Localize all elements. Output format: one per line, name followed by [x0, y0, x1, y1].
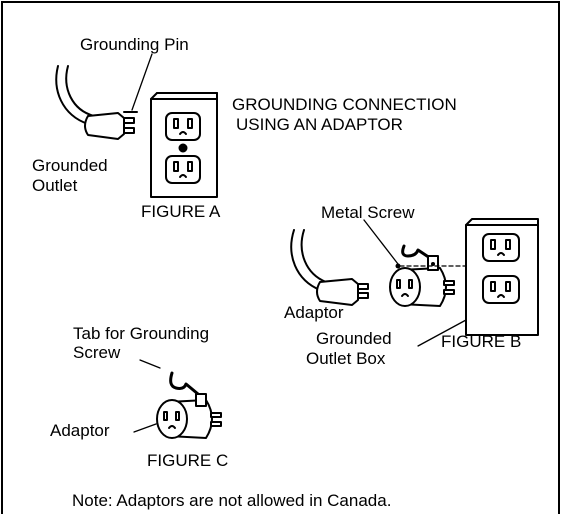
figure-b-slot [490, 281, 496, 292]
figure-c-drawing [133, 359, 222, 439]
figure-b-receptacle-top [482, 233, 520, 262]
figure-b-ground-hole [497, 294, 505, 298]
figure-b-adaptor-blade [443, 289, 455, 295]
figure-b-plug [316, 278, 359, 306]
figure-b-adaptor-blade [443, 280, 455, 286]
figure-b-cord [290, 229, 321, 291]
figure-c-ground-hole [168, 425, 176, 429]
figure-c-tab-leader [139, 359, 161, 369]
grounded-outlet-label-line-2: Outlet [32, 176, 78, 195]
figure-b-slot [408, 279, 413, 289]
figure-c-adaptor-leader [133, 423, 157, 433]
figure-b-slot [490, 239, 496, 250]
figure-b-adaptor-face [389, 267, 421, 307]
figure-b-plug-blade [357, 292, 369, 299]
grounded-outlet-box-label-line-2: Outlet Box [306, 349, 386, 368]
figure-b-plug-blade [357, 283, 369, 290]
figure-b-ground-hole [497, 252, 505, 256]
grounded-outlet-box-label-line-1: Grounded [316, 329, 392, 348]
canada-note: Note: Adaptors are not allowed in Canada… [72, 491, 392, 510]
figure-a-ground-hole [179, 174, 187, 178]
figure-a-ground-hole [179, 131, 187, 135]
figure-c-adaptor-face [156, 399, 188, 439]
figure-a-receptacle-top [165, 112, 201, 141]
figure-b-adaptor-label: Adaptor [284, 303, 344, 322]
figure-b-ground-wire [401, 244, 432, 260]
figure-c-caption: FIGURE C [147, 451, 229, 470]
figure-b-slot [505, 239, 511, 250]
grounding-pin-label: Grounding Pin [80, 35, 189, 54]
figure-b-slot [396, 279, 401, 289]
figure-c-slot [175, 411, 180, 421]
figure-a-cord [55, 65, 89, 125]
tab-for-grounding-label-line-1: Tab for Grounding [73, 324, 210, 343]
figure-c-ground-wire [169, 371, 200, 396]
figure-a-receptacle-bottom [165, 155, 201, 184]
figure-b-metal-screw [395, 263, 401, 269]
figure-b-slot [505, 281, 511, 292]
figure-b-tab-screw [431, 262, 435, 266]
figure-a-pin-leader [131, 53, 153, 111]
figure-c-adaptor-blade [210, 421, 222, 427]
figure-a-plate-edge [150, 92, 158, 100]
figure-a-plug-blade [123, 117, 135, 124]
figure-b-cord [300, 229, 327, 283]
figure-c-adaptor-label: Adaptor [50, 421, 110, 440]
tab-for-grounding-label-line-2: Screw [73, 343, 121, 362]
grounded-outlet-label-line-1: Grounded [32, 156, 108, 175]
figure-a-slot [173, 161, 179, 172]
figure-b-plate-edge [465, 218, 539, 226]
figure-b-ground-hole [401, 293, 409, 297]
figure-a-cord [65, 65, 95, 117]
figure-b-screw-leader [363, 219, 399, 265]
figure-a-slot [173, 118, 179, 129]
figure-a-slot [187, 161, 193, 172]
figure-a-caption: FIGURE A [141, 202, 221, 221]
figure-c-adaptor-blade [210, 412, 222, 418]
title-line-1: GROUNDING CONNECTION [232, 95, 457, 114]
figure-a-center-screw [178, 143, 188, 153]
figure-a-drawing [55, 53, 218, 198]
figure-b-caption: FIGURE B [441, 332, 522, 351]
figure-c-slot [163, 411, 168, 421]
metal-screw-label: Metal Screw [321, 203, 415, 222]
figure-b-drawing [290, 218, 539, 347]
title-line-2: USING AN ADAPTOR [236, 115, 403, 134]
figure-b-receptacle-bottom [482, 275, 520, 304]
figure-b-box-leader [417, 319, 467, 347]
figure-c-tab [195, 393, 207, 407]
figure-a-plug-blade [123, 127, 135, 134]
figure-a-slot [187, 118, 193, 129]
figure-a-plug [84, 112, 125, 140]
